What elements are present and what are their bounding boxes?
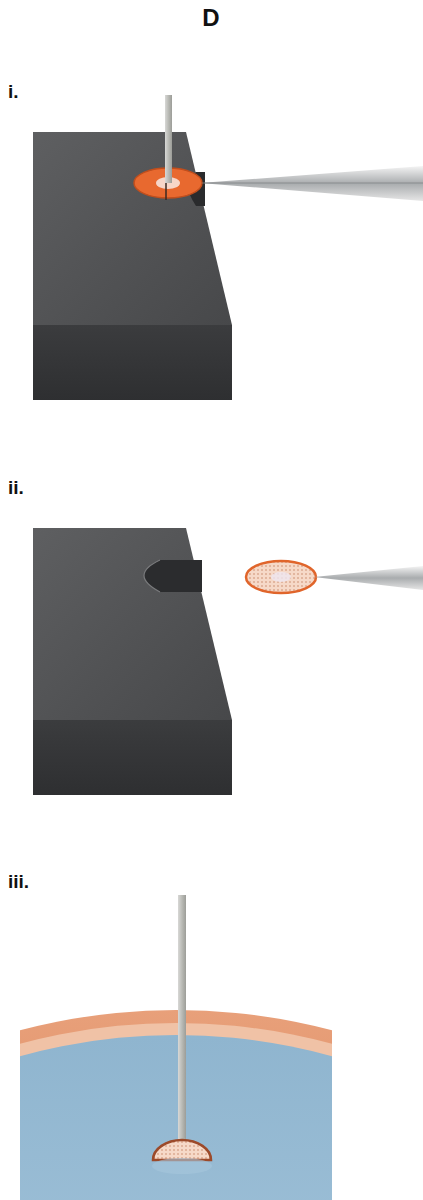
half-disc bbox=[153, 1140, 211, 1160]
substrate-block bbox=[33, 528, 232, 795]
culture-dish bbox=[20, 1010, 332, 1200]
disc-shadow bbox=[152, 1158, 212, 1174]
step-number: iii. bbox=[8, 872, 29, 891]
detached-disc bbox=[246, 561, 316, 593]
pipette-edge bbox=[205, 183, 423, 184]
needle bbox=[178, 895, 186, 1145]
substrate-block bbox=[33, 132, 232, 400]
step-number: i. bbox=[8, 82, 19, 101]
step-number: ii. bbox=[8, 478, 24, 497]
pipette bbox=[200, 166, 423, 201]
pipette bbox=[314, 566, 423, 590]
needle bbox=[165, 95, 172, 183]
panel-letter: D bbox=[202, 6, 219, 30]
